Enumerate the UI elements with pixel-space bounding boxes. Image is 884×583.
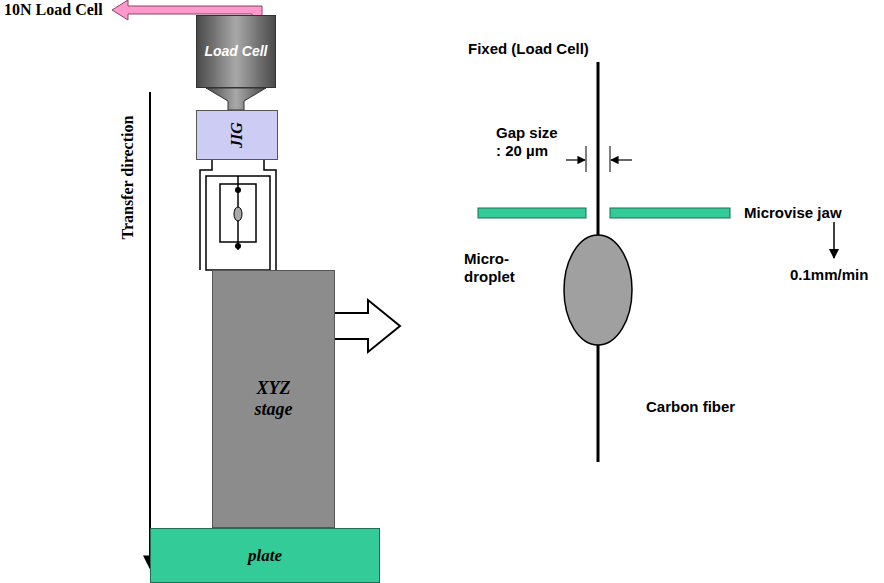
microvise-jaw [478,208,586,218]
micro-droplet [564,235,632,345]
part-label: Microvise jaw [744,204,842,222]
plate-box: plate [150,528,380,583]
node-text: XYZ stage [244,378,304,419]
part-label: Micro- droplet [464,250,530,286]
gap-arrow [611,159,632,160]
fixture-frame [200,160,276,270]
specimen-droplet [234,207,242,221]
gap-tick [610,146,611,172]
node-text: plate [248,546,282,566]
jig-box: JIG [196,110,278,160]
direction-label: Transfer direction [118,116,137,240]
xyz-stage-box: XYZ stage [212,270,335,528]
speed-label: 0.1mm/min [790,266,868,284]
dimension-label: Gap size : 20 µm [496,124,564,160]
node-text: Load Cell [201,43,271,59]
gap-tick [586,146,587,172]
output-label: 10N Load Cell [4,0,103,19]
load-cell-box: Load Cell [196,15,276,88]
microvise-jaw [610,208,730,218]
transfer-arrow [149,92,151,568]
part-label: Carbon fiber [646,398,735,416]
fixture-dot [235,243,241,249]
node-text: JIG [228,122,246,148]
fixture-dot [235,187,241,193]
gap-arrow [566,159,585,160]
load-cell-funnel [206,88,266,110]
motion-arrow [833,222,835,258]
fixed-end-label: Fixed (Load Cell) [468,40,589,58]
